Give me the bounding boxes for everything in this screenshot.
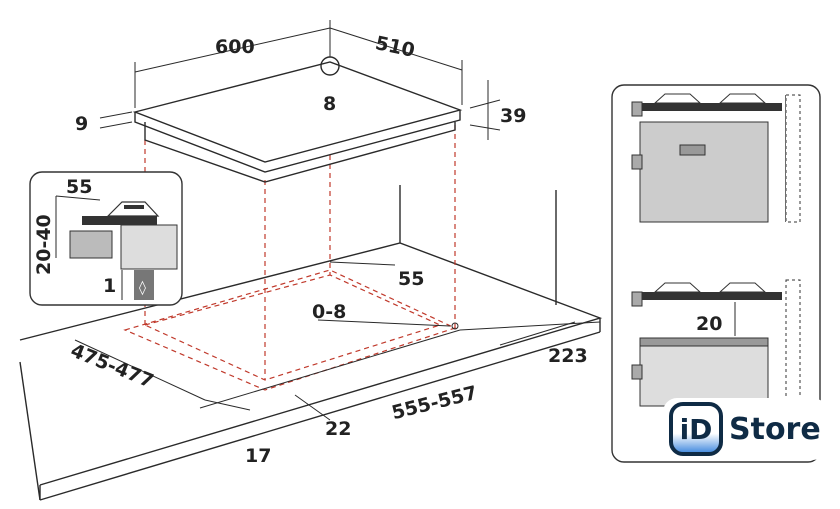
dim-side-distance: 223 [548,345,588,367]
gas-flame-icon [134,270,154,300]
inset-top-gap: 55 [66,176,92,198]
dim-rear-distance: 55 [398,268,424,290]
hob [132,56,463,183]
dim-cutout-depth: 475-477 [68,340,157,393]
logo-text: Store [729,411,821,447]
dimension-lines [74,20,601,421]
dim-height: 39 [500,105,526,127]
logo-badge: iD [669,402,723,456]
oven-installation-panel [611,84,821,463]
countertop [19,185,603,501]
dim-cutout-width: 555-557 [389,382,479,424]
inset-detail: ◊ [29,171,183,306]
dim-gas-inlet: 8 [323,93,336,115]
dim-top-thickness: 9 [75,113,88,135]
store-logo: iD Store [663,398,827,460]
dim-depth: 510 [373,32,416,62]
dim-front-edge: 17 [245,445,271,467]
oven-gap: 20 [696,313,722,335]
flame-glyph-icon: ◊ [139,280,146,296]
inset-panel-gap: 20-40 [33,214,55,275]
dim-tolerance: 0-8 [312,301,346,323]
dim-width: 600 [215,36,255,58]
gas-inlet-icon [320,56,340,76]
inset-bottom-gap: 1 [103,275,116,297]
dim-front-distance: 22 [325,418,351,440]
